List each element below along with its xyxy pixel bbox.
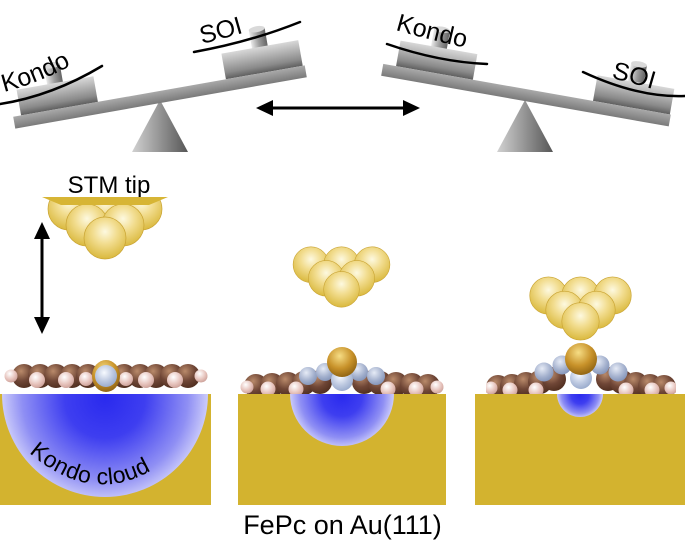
figure-caption: FePc on Au(111) bbox=[243, 510, 442, 540]
fepc-molecule-adatom bbox=[240, 347, 444, 395]
kondo-swash-arc bbox=[0, 64, 104, 106]
au-substrate-mid bbox=[238, 394, 446, 505]
stm-tip-far bbox=[42, 197, 168, 260]
balance-beam bbox=[13, 65, 307, 129]
au-substrate-left: Kondo cloud bbox=[0, 394, 211, 505]
soi-swash-arc bbox=[192, 20, 302, 54]
seesaw-left-soi-label: SOI bbox=[197, 12, 246, 50]
hydrogen-atoms bbox=[4, 369, 208, 388]
hydrogen-atoms bbox=[486, 381, 676, 394]
fulcrum-cone bbox=[497, 100, 553, 152]
vertical-double-arrow-icon bbox=[34, 222, 50, 334]
fulcrum-cone bbox=[132, 100, 188, 152]
stm-tip-label: STM tip bbox=[67, 172, 151, 199]
weight-block-soi bbox=[221, 25, 303, 80]
weight-block-kondo bbox=[396, 26, 478, 80]
gold-adatom bbox=[565, 343, 597, 375]
iron-atom bbox=[95, 365, 117, 387]
kondo-cloud-small bbox=[557, 394, 603, 417]
kondo-cloud-medium bbox=[290, 394, 394, 446]
kondo-cloud-label: Kondo cloud bbox=[26, 436, 154, 489]
nitrogen-atoms bbox=[534, 355, 628, 382]
gold-adatom bbox=[327, 347, 357, 377]
tip-holder-strip bbox=[42, 197, 168, 205]
seesaw-right: Kondo SOI bbox=[381, 9, 685, 152]
stm-tip-mid bbox=[292, 246, 391, 308]
balance-beam bbox=[381, 63, 671, 127]
seesaw-left: Kondo SOI bbox=[0, 12, 307, 152]
hydrogen-atoms bbox=[240, 380, 444, 395]
fepc-molecule-flat bbox=[4, 360, 208, 392]
kondo-cloud-label-overlay: Kondo cloud bbox=[26, 436, 154, 489]
horizontal-double-arrow-icon bbox=[256, 100, 420, 116]
weight-block-kondo bbox=[16, 62, 98, 116]
kondo-swash-arc bbox=[385, 42, 489, 66]
fepc-molecule-contact bbox=[486, 343, 676, 394]
soi-swash-arc bbox=[581, 70, 685, 98]
au-substrate-right bbox=[475, 394, 685, 505]
